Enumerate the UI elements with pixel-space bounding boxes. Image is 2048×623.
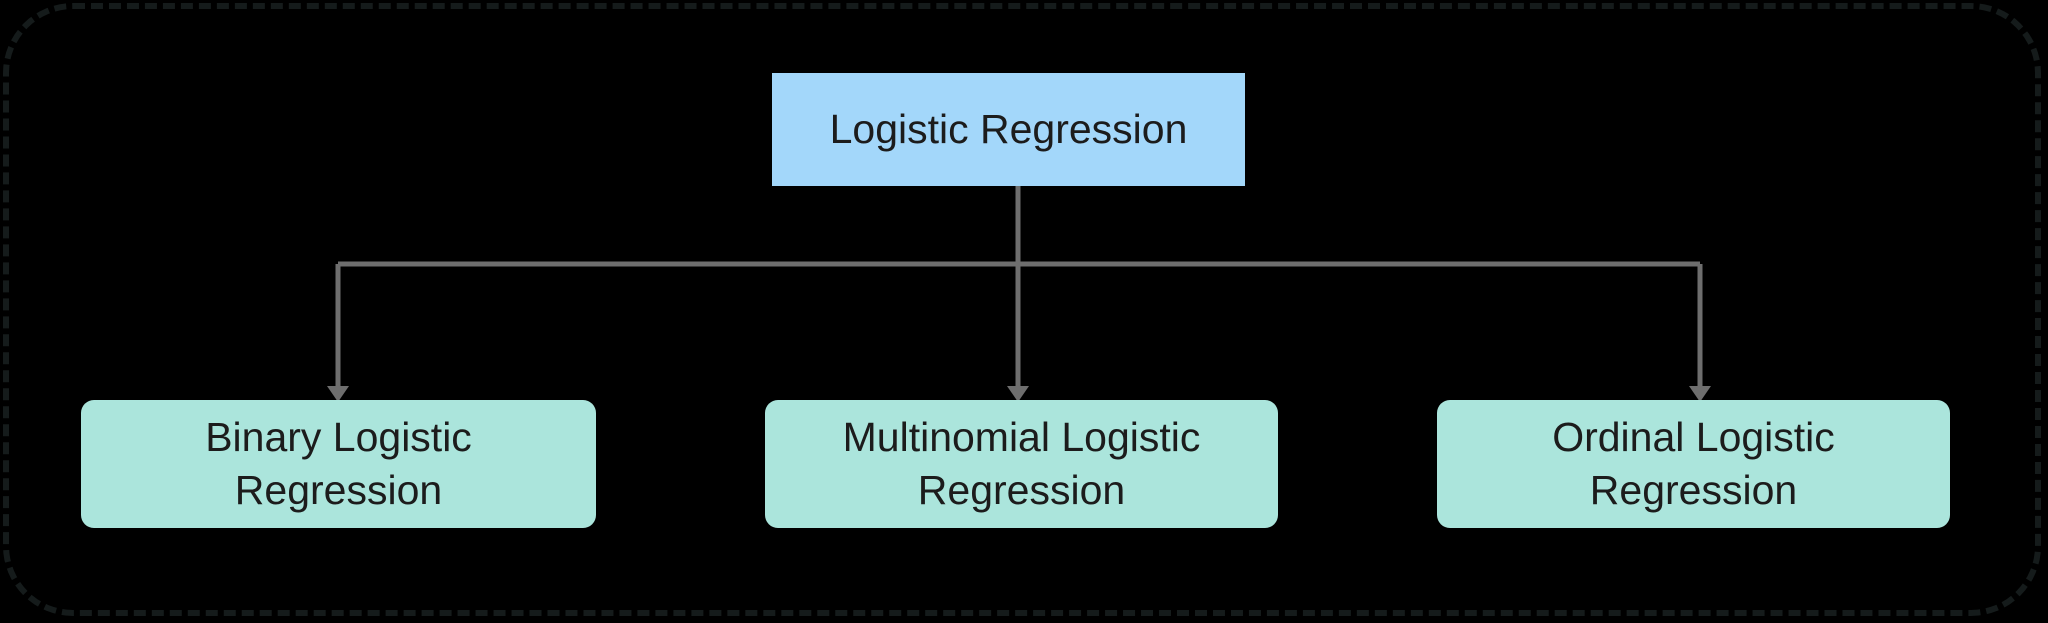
- node-label-ordinal-logistic-regression: Ordinal Logistic Regression: [1552, 413, 1835, 513]
- arrowhead-child-1: [327, 386, 349, 402]
- arrowhead-child-2: [1007, 386, 1029, 402]
- node-label-multinomial-logistic-regression: Multinomial Logistic Regression: [842, 413, 1201, 513]
- node-label-root: Logistic Regression: [829, 105, 1188, 152]
- node-logistic-regression[interactable]: Logistic Regression: [772, 73, 1245, 186]
- arrowhead-child-3: [1689, 386, 1711, 402]
- node-multinomial-logistic-regression[interactable]: Multinomial Logistic Regression: [765, 400, 1278, 528]
- node-ordinal-logistic-regression[interactable]: Ordinal Logistic Regression: [1437, 400, 1950, 528]
- node-label-binary-logistic-regression: Binary Logistic Regression: [205, 413, 472, 513]
- node-binary-logistic-regression[interactable]: Binary Logistic Regression: [81, 400, 596, 528]
